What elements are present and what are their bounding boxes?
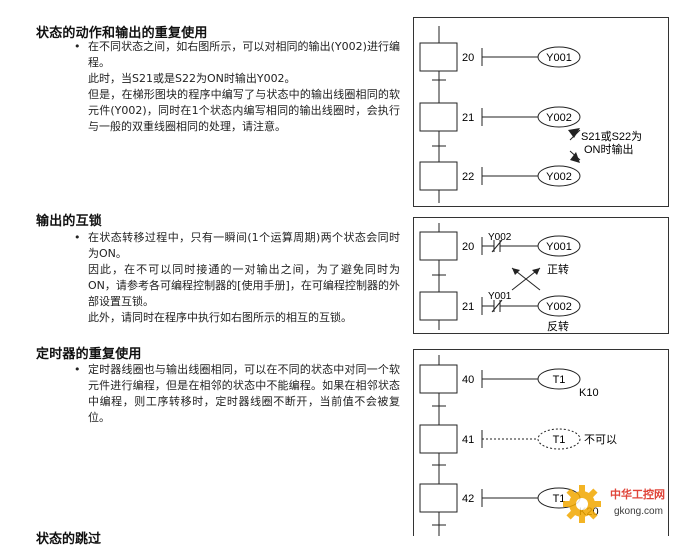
step-box (419, 483, 458, 513)
bullet-marker: • (74, 363, 81, 376)
annotation-note: S21或S22为 (581, 130, 642, 143)
step-box (419, 231, 458, 261)
watermark-url: gkong.com (614, 506, 663, 517)
output-coil (537, 235, 581, 257)
coil-label: Y001 (546, 52, 572, 64)
step-number: 20 (462, 241, 474, 253)
paragraph-line: 此外，请同时在程序中执行如右图所示的相互的互锁。 (88, 311, 352, 324)
step-box (419, 424, 458, 454)
watermark-title: 中华工控网 (610, 487, 665, 501)
step-number: 20 (462, 52, 474, 64)
timer-constant: K10 (579, 387, 599, 399)
diagram-timer-reuse: 40 41 42 T1 K10 T1 不可以 T1 K20 (413, 349, 669, 536)
contact-label: Y002 (488, 232, 512, 243)
coil-label: Y001 (546, 241, 572, 253)
section-heading-interlock: 输出的互锁 (36, 214, 103, 229)
site-watermark: 中华工控网 gkong.com (556, 474, 696, 534)
step-box (419, 291, 458, 321)
step-box (419, 161, 458, 191)
paragraph-line: 因此，在不可以同时接通的一对输出之间，为了避免同时为ON，请参考各可编程控制器的… (88, 263, 400, 308)
paragraph-line: 在状态转移过程中，只有一瞬间(1个运算周期)两个状态会同时为ON。 (88, 231, 400, 260)
step-box (419, 102, 458, 132)
step-box (419, 42, 458, 72)
timer-label: T1 (553, 374, 566, 386)
output-coil (537, 106, 581, 128)
step-number: 40 (462, 374, 474, 386)
bullet-marker: • (74, 40, 81, 53)
step-box (419, 364, 458, 394)
section-heading-timer-reuse: 定时器的重复使用 (36, 347, 142, 362)
contact-label: Y001 (488, 291, 512, 302)
gear-icon: 中华工控网 gkong.com (563, 485, 665, 523)
timer-label: T1 (553, 493, 566, 505)
paragraph-line: 但是，在梯形图块的程序中编写了与状态中的输出线圈相同的软元件(Y002)，同时在… (88, 88, 400, 133)
paragraph-line: 定时器线圈也与输出线圈相同，可以在不同的状态中对同一个软元件进行编程，但是在相邻… (88, 363, 400, 424)
timer-label: T1 (553, 434, 566, 446)
section-body-interlock: 在状态转移过程中，只有一瞬间(1个运算周期)两个状态会同时为ON。 因此，在不可… (88, 230, 400, 326)
direction-label-forward: 正转 (547, 262, 569, 276)
diagram-interlock: 20 21 Y002 Y001 Y001 Y002 正转 反转 (413, 217, 669, 334)
paragraph-line: 此时，当S21或是S22为ON时输出Y002。 (88, 72, 296, 85)
coil-label: Y002 (546, 171, 572, 183)
step-number: 21 (462, 112, 474, 124)
coil-label: Y002 (546, 112, 572, 124)
step-number: 41 (462, 434, 474, 446)
step-number: 22 (462, 171, 474, 183)
output-coil (537, 46, 581, 68)
coil-label: Y002 (546, 301, 572, 313)
step-number: 21 (462, 301, 474, 313)
output-coil (537, 165, 581, 187)
sfc-diagram-2: 20 21 Y002 Y001 Y001 Y002 正转 反转 (419, 223, 581, 333)
diagram-output-reuse: 20 21 22 Y001 Y002 Y002 S21或S22为 ON时输出 (413, 17, 669, 207)
timer-coil (537, 428, 581, 450)
not-allowed-label: 不可以 (584, 434, 617, 446)
sfc-diagram-1: 20 21 22 Y001 Y002 Y002 S21或S22为 ON时输出 (419, 26, 642, 203)
next-section-heading: 状态的跳过 (36, 532, 102, 547)
bullet-marker: • (74, 231, 81, 244)
sfc-diagram-3: 40 41 42 T1 K10 T1 不可以 T1 K20 (419, 355, 617, 536)
section-heading-output-reuse: 状态的动作和输出的重复使用 (36, 26, 208, 41)
paragraph-line: 在不同状态之间，如右图所示，可以对相同的输出(Y002)进行编程。 (88, 40, 400, 69)
timer-coil (537, 368, 581, 390)
section-body-output-reuse: 在不同状态之间，如右图所示，可以对相同的输出(Y002)进行编程。 此时，当S2… (88, 39, 400, 135)
output-coil (537, 295, 581, 317)
section-body-timer-reuse: 定时器线圈也与输出线圈相同，可以在不同的状态中对同一个软元件进行编程，但是在相邻… (88, 362, 400, 426)
annotation-note: ON时输出 (584, 142, 634, 156)
step-number: 42 (462, 493, 474, 505)
direction-label-reverse: 反转 (547, 319, 569, 333)
